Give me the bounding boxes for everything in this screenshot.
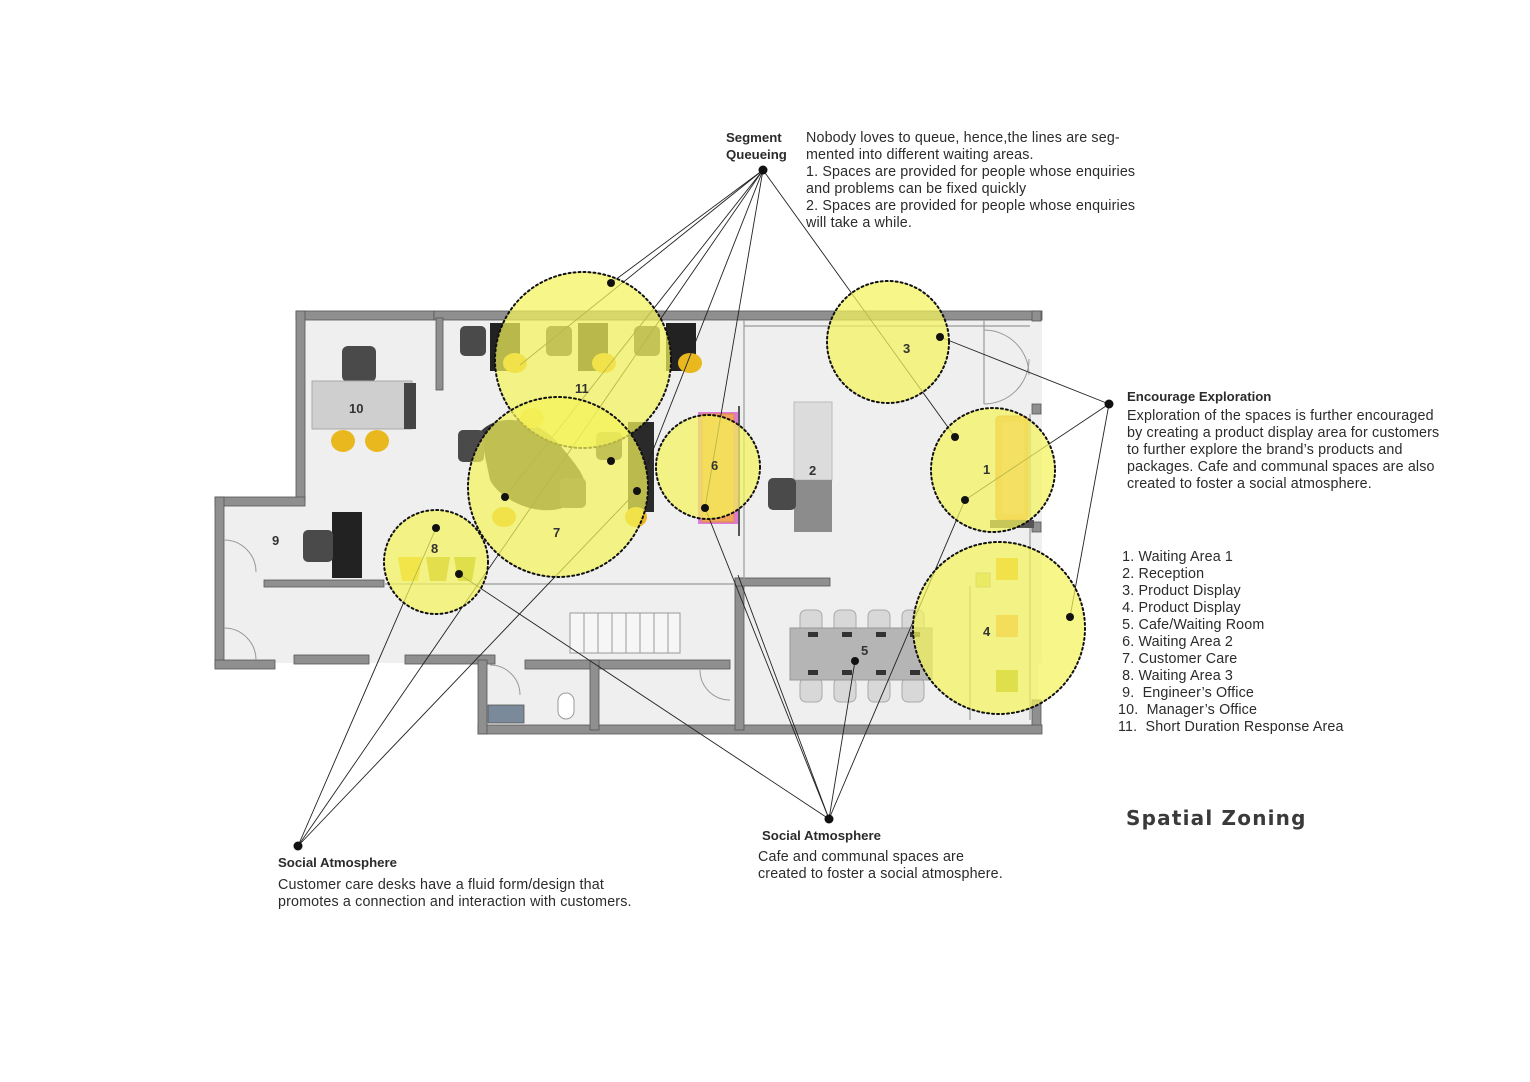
segment-queueing-title-line2: Queueing — [726, 146, 787, 162]
zone-8 — [383, 509, 489, 615]
legend-item: 9. Engineer’s Office — [1118, 685, 1255, 701]
zone-label-8: 8 — [431, 541, 438, 556]
social-atmosphere-left-title: Social Atmosphere — [278, 855, 397, 870]
social-atmosphere-center-text: Cafe and communal spaces are created to … — [758, 849, 1003, 882]
zone-label-2: 2 — [809, 463, 816, 478]
legend: 1. Waiting Area 1 2. Reception 3. Produc… — [1118, 549, 1344, 736]
legend-item: 1. Waiting Area 1 — [1118, 549, 1234, 565]
social-atmosphere-center-title: Social Atmosphere — [762, 828, 881, 843]
zone-label-9: 9 — [272, 533, 279, 548]
zone-label-6: 6 — [711, 458, 718, 473]
zone-7 — [467, 396, 649, 578]
zone-1 — [930, 407, 1056, 533]
zones — [383, 271, 1086, 715]
legend-item: 3. Product Display — [1118, 583, 1241, 599]
legend-item: 11. Short Duration Response Area — [1118, 719, 1344, 735]
reception-counter — [768, 401, 833, 532]
engineer-desk — [303, 512, 362, 578]
door-swings — [223, 329, 1030, 701]
anchor-dots — [293, 165, 1114, 851]
zone-label-7: 7 — [553, 525, 560, 540]
zone-numbers: 1 2 3 4 5 6 7 8 9 10 11 — [272, 341, 991, 658]
zone-label-1: 1 — [983, 462, 990, 477]
legend-item: 2. Reception — [1118, 566, 1205, 582]
encourage-exploration-text: Exploration of the spaces is further enc… — [1127, 408, 1440, 492]
zone-label-3: 3 — [903, 341, 910, 356]
staircase — [569, 612, 681, 654]
legend-item: 7. Customer Care — [1118, 651, 1238, 667]
legend-item: 10. Manager’s Office — [1118, 702, 1258, 718]
zone-label-10: 10 — [349, 401, 363, 416]
zone-3 — [826, 280, 950, 404]
restroom-fixtures — [487, 692, 575, 724]
legend-item: 6. Waiting Area 2 — [1118, 634, 1234, 650]
zone-label-5: 5 — [861, 643, 868, 658]
zone-6 — [655, 414, 761, 520]
legend-item: 5. Cafe/Waiting Room — [1118, 617, 1265, 633]
segment-queueing-title: Segment Queueing — [726, 130, 787, 163]
legend-item: 8. Waiting Area 3 — [1118, 668, 1234, 684]
encourage-exploration-title: Encourage Exploration — [1127, 389, 1272, 404]
social-atmosphere-left-text: Customer care desks have a fluid form/de… — [278, 877, 632, 910]
zone-label-11: 11 — [575, 381, 589, 396]
legend-item: 4. Product Display — [1118, 600, 1241, 616]
manager-desk — [311, 346, 416, 452]
segment-queueing-text: Nobody loves to queue, hence,the lines a… — [806, 130, 1136, 231]
zone-label-4: 4 — [983, 624, 991, 639]
zone-4 — [912, 541, 1086, 715]
segment-queueing-title-line1: Segment — [726, 130, 782, 145]
diagram-title: Spatial Zoning — [1126, 806, 1307, 830]
